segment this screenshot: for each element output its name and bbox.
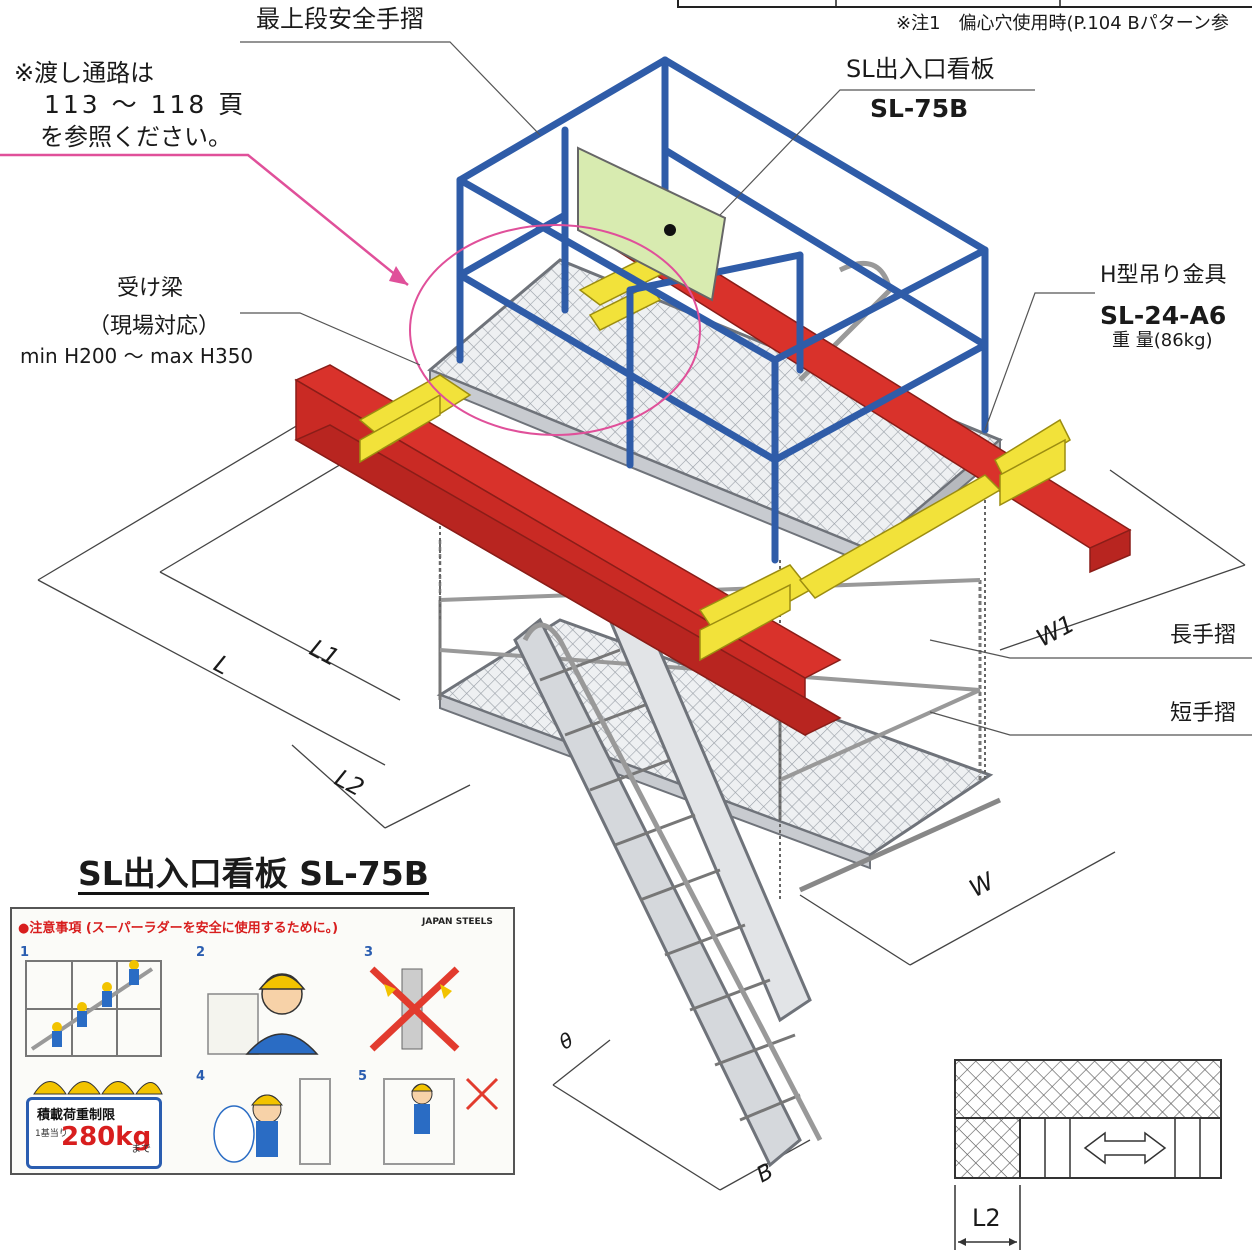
label-walkway-note-2: 113 ～ 118 頁 <box>44 90 247 119</box>
sign-item-4-number: 4 <box>196 1069 206 1084</box>
sign-worker-3-icon <box>383 1077 499 1165</box>
detail-L2: L2 <box>972 1204 1001 1232</box>
sign-item-1-number: 1 <box>20 945 30 960</box>
sign-item-5-number: 5 <box>358 1069 368 1084</box>
sign-item-3-number: 3 <box>364 945 374 960</box>
sign-scaffold-icon <box>25 960 162 1057</box>
sign-item-2-number: 2 <box>196 945 206 960</box>
sign-worker-icon <box>207 973 319 1055</box>
header-table-fragment <box>677 0 1252 8</box>
sign-panel-title: SL出入口看板 SL-75B <box>78 854 429 895</box>
label-walkway-note-3: を参照ください。 <box>40 123 232 151</box>
sign-illustrations <box>25 960 499 1165</box>
label-sign-code: SL-75B <box>870 94 969 123</box>
sign-prohibited-icon <box>369 966 460 1052</box>
load-limit-value: 280kg <box>61 1122 152 1152</box>
dimension-lines <box>37 399 1246 1191</box>
label-beam-1: 受け梁 <box>117 276 184 301</box>
sign-panel: ●注意事項 (スーパーラダーを安全に使用するために。) JAPAN STEELS… <box>10 907 515 1175</box>
sign-helmets-icon <box>33 1081 163 1095</box>
load-limit-sub: 1基当り <box>35 1129 68 1139</box>
stair <box>513 602 823 1168</box>
top-safety-handrail <box>456 56 989 564</box>
label-hanger-name: H型吊り金具 <box>1100 263 1227 288</box>
header-note: ※注1 偏心穴使用時(P.104 Bパターン参 <box>896 13 1229 34</box>
leader-lines <box>240 41 1252 736</box>
label-short-handrail: 短手摺 <box>1170 701 1237 726</box>
sign-panel-brand: JAPAN STEELS <box>422 917 493 927</box>
h-hanger-brackets <box>358 254 1071 662</box>
sign-panel-heading: ●注意事項 (スーパーラダーを安全に使用するために。) <box>18 921 339 936</box>
load-limit-box: 積載荷重制限 1基当り 280kg まで <box>26 1097 162 1169</box>
label-sign-name: SL出入口看板 <box>846 55 995 83</box>
walkway-marker <box>0 153 701 436</box>
sign-board <box>577 146 727 302</box>
label-beam-3: min H200 ～ max H350 <box>20 344 254 368</box>
label-long-handrail: 長手摺 <box>1170 623 1237 648</box>
sign-worker-2-icon <box>213 1078 331 1165</box>
label-hanger-code: SL-24-A6 <box>1100 301 1227 330</box>
label-hanger-weight: 重 量(86kg) <box>1112 330 1213 351</box>
label-walkway-note-1: ※渡し通路は <box>14 59 155 87</box>
load-limit-suffix: まで <box>131 1144 151 1155</box>
detail-inset <box>954 1059 1222 1250</box>
load-limit-title: 積載荷重制限 <box>37 1108 116 1123</box>
label-top-handrail: 最上段安全手摺 <box>256 5 424 33</box>
label-beam-2: （現場対応） <box>88 314 221 339</box>
